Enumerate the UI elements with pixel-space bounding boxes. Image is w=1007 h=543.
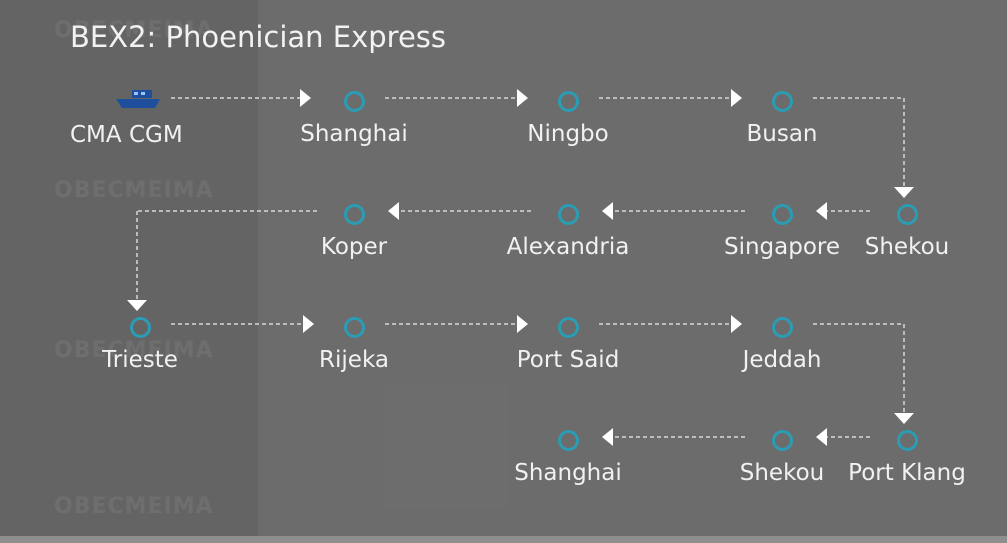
port-marker-icon[interactable] [344,317,365,338]
route-arrow-left [388,202,399,220]
port-marker-icon[interactable] [558,430,579,451]
left-panel [0,0,258,536]
port-name: Shanghai [514,460,622,486]
service-title: BEX2: Phoenician Express [70,20,447,54]
port-name: Port Klang [848,460,966,486]
port-marker-icon[interactable] [344,91,365,112]
port-name: Ningbo [527,121,609,147]
ship-icon [116,90,160,108]
port-name: Trieste [102,347,178,373]
route-arrow-left [602,202,613,220]
route-arrow-right [731,315,742,333]
port-marker-icon[interactable] [897,204,918,225]
route-arrow-left [602,428,613,446]
port-marker-icon[interactable] [772,91,793,112]
port-name: Rijeka [319,347,389,373]
route-arrow-down [894,187,914,198]
port-name: Shekou [864,234,950,260]
route-arrow-right [300,89,311,107]
port-name: Alexandria [506,234,630,260]
port-marker-icon[interactable] [558,91,579,112]
port-name: Shekou [739,460,825,486]
watermark: OBECMEIMA [54,494,214,519]
port-marker-icon[interactable] [772,317,793,338]
bottom-bar [0,536,1007,543]
port-name: Koper [320,234,388,260]
port-marker-icon[interactable] [344,204,365,225]
watermark: OBECMEIMA [54,18,214,43]
port-marker-icon[interactable] [558,317,579,338]
route-arrow-right [517,89,528,107]
route-arrow-left [816,202,827,220]
port-name: Singapore [723,234,841,260]
port-marker-icon[interactable] [130,317,151,338]
route-arrow-right [517,315,528,333]
route-arrow-right [303,315,314,333]
port-marker-icon[interactable] [772,204,793,225]
port-marker-icon[interactable] [772,430,793,451]
route-arrow-right [731,89,742,107]
port-marker-icon[interactable] [558,204,579,225]
port-name: Busan [746,121,818,147]
route-arrow-left [816,428,827,446]
watermark: OBECMEIMA [54,338,214,363]
route-arrow-down [894,413,914,424]
port-name: Shanghai [300,121,408,147]
port-name: Port Said [516,347,620,373]
port-marker-icon[interactable] [897,430,918,451]
port-name: Jeddah [742,347,822,373]
carrier-block: CMA CGM [70,86,210,156]
route-arrow-down [127,300,147,311]
watermark: OBECMEIMA [54,178,214,203]
carrier-name: CMA CGM [70,122,183,148]
